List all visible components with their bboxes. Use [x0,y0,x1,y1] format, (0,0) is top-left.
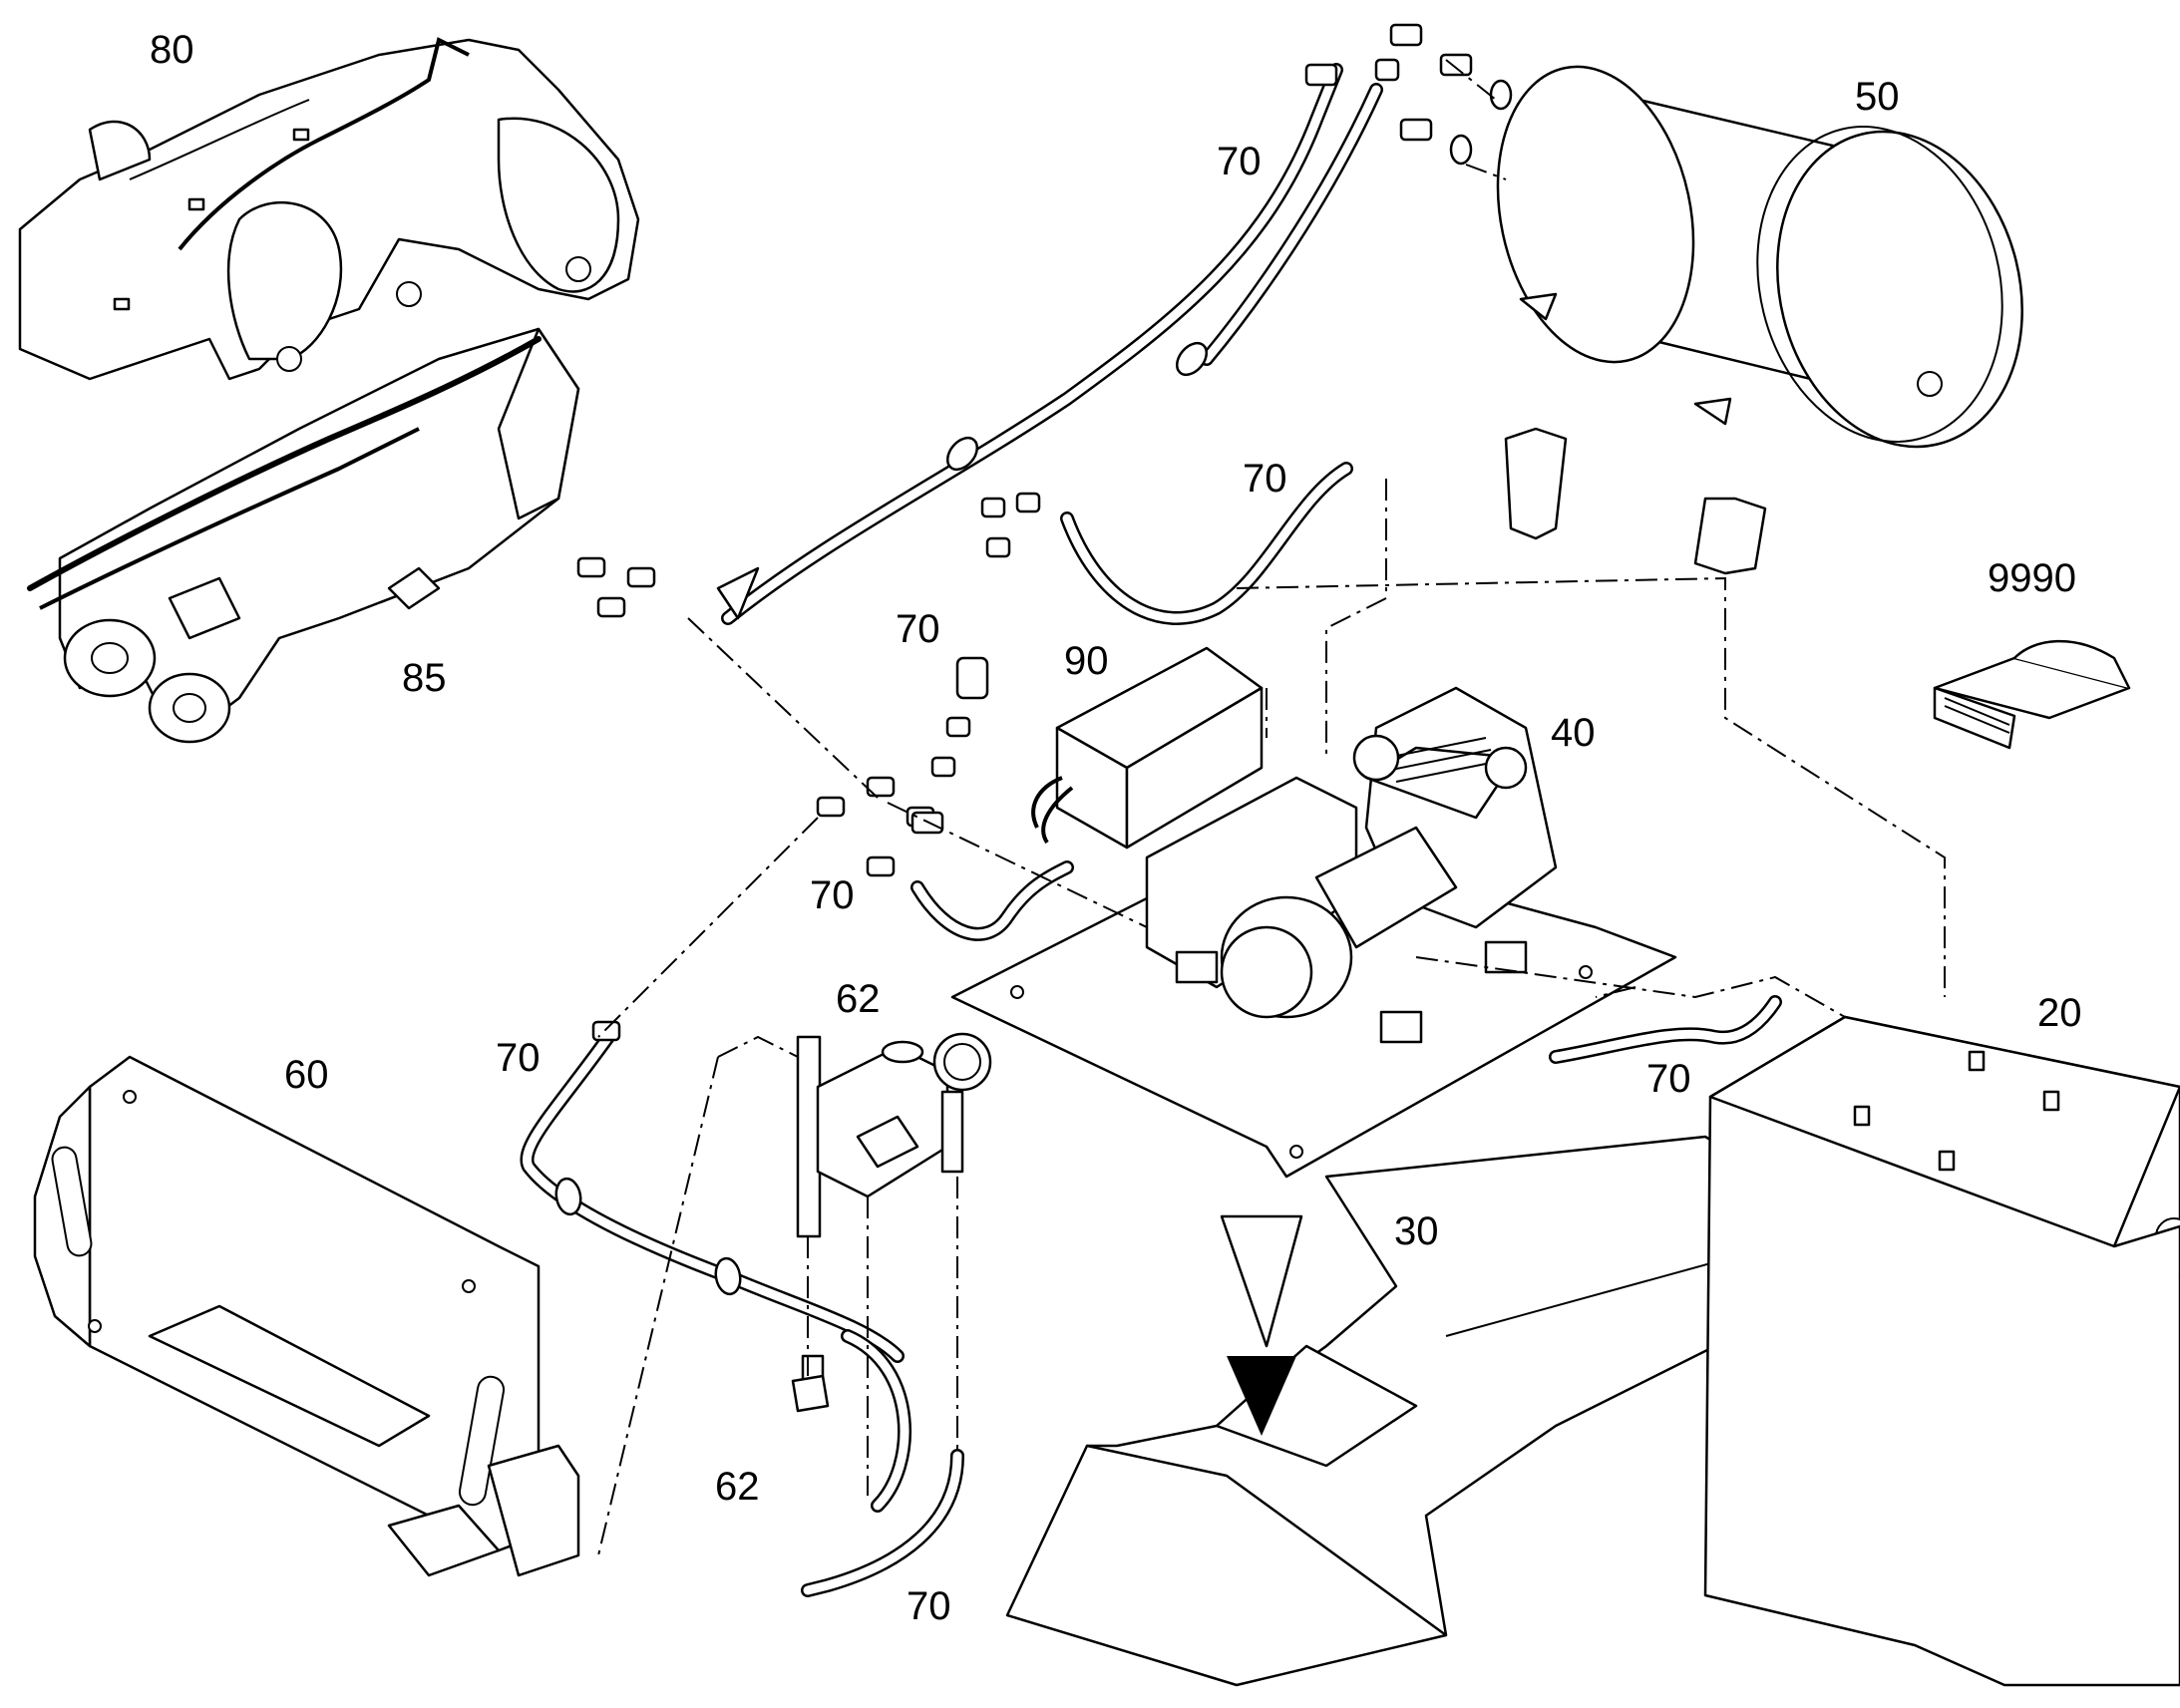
rear-chassis-part-20[interactable] [1703,1015,2180,1687]
manual-booklet-part-9990[interactable] [1933,639,2131,750]
air-tank-part-50[interactable] [1472,49,2054,575]
callout-60: 60 [284,1053,329,1097]
callout-20: 20 [2037,991,2082,1035]
callout-62-top: 62 [836,977,881,1021]
callout-70-hose-right: 70 [1243,457,1287,501]
callout-40: 40 [1551,711,1596,755]
leader-lines [597,59,1946,1556]
valve-assembly-part-62[interactable] [791,1032,992,1413]
hose-clamps [554,341,1209,1296]
callout-70-base: 70 [1646,1057,1691,1101]
callout-70-mid: 70 [810,873,855,917]
fittings-part-70[interactable] [576,23,1513,1042]
callout-70-bottom: 70 [907,1584,951,1628]
callout-50: 50 [1855,75,1900,119]
control-box-part-90[interactable] [1031,646,1264,850]
callout-85: 85 [402,656,447,700]
bracket-part-60[interactable] [33,1055,580,1577]
callout-62-bottom: 62 [715,1465,760,1509]
compressor-part-40[interactable] [1145,686,1558,1044]
callout-70-top: 70 [1217,140,1262,183]
boom-arm-part-85[interactable] [27,327,580,744]
callout-9990: 9990 [1988,556,2076,600]
callout-30: 30 [1394,1209,1439,1253]
callout-90: 90 [1064,639,1109,683]
frame-member-part-30[interactable] [1005,1135,1897,1687]
hoses-part-70[interactable] [520,63,1782,1597]
callout-70-fittings: 70 [896,607,940,651]
boom-arm-part-80[interactable] [18,37,640,381]
callout-70-left: 70 [496,1036,541,1080]
callout-80: 80 [150,28,194,72]
